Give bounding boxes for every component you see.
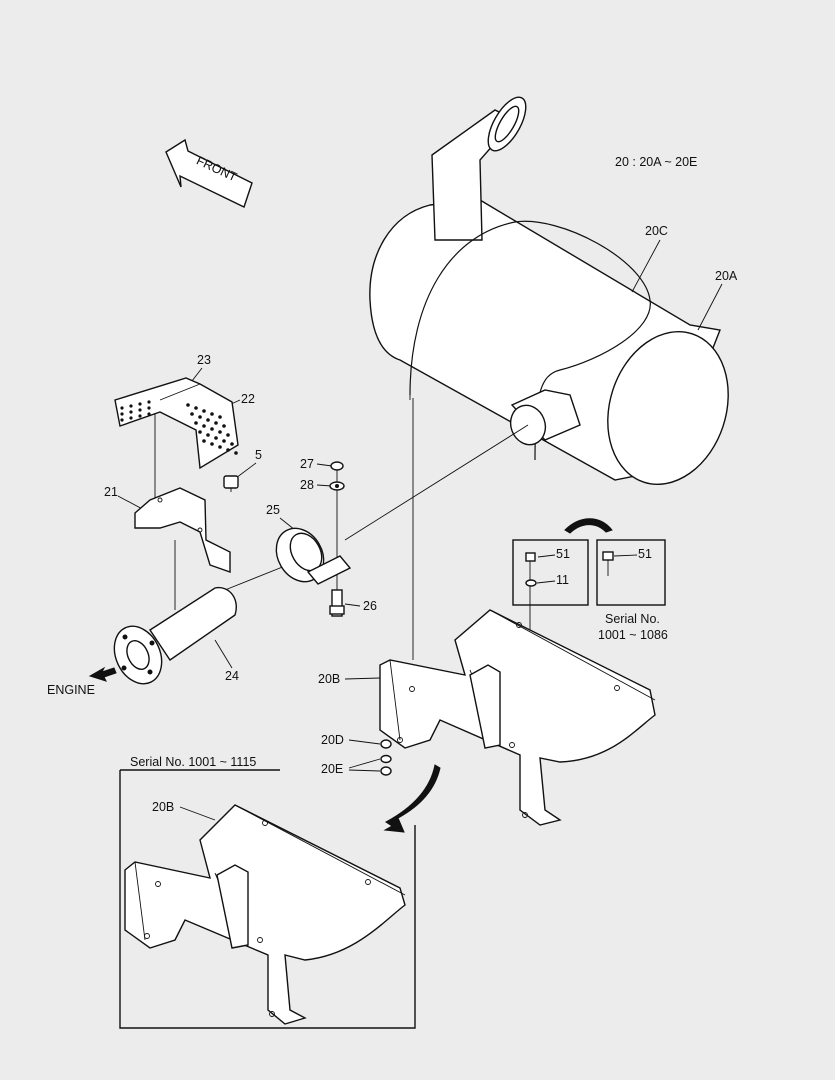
callout-23: 23 (197, 353, 211, 367)
perforation-hole (210, 427, 214, 431)
perforation-hole (138, 414, 142, 418)
fasteners-20D-20E (380, 739, 392, 776)
perforation-hole (222, 424, 226, 428)
perforation-hole (218, 415, 222, 419)
perforation-hole (230, 442, 234, 446)
perforation-hole (120, 418, 124, 422)
callout-11: 11 (556, 573, 569, 587)
perforation-hole (129, 404, 133, 408)
perforation-hole (147, 406, 151, 410)
perforation-hole (222, 439, 226, 443)
perforation-hole (218, 430, 222, 434)
serial-top-line2: 1001 ~ 1086 (598, 628, 668, 642)
callout-20B-inset: 20B (152, 800, 174, 814)
perforation-hole (202, 409, 206, 413)
detail-box-a: 51 11 (512, 539, 589, 606)
front-arrow: FRONT (165, 138, 253, 208)
serial-inset-label: Serial No. 1001 ~ 1115 (130, 755, 256, 769)
perforation-hole (147, 400, 151, 404)
perforation-hole (198, 415, 202, 419)
perforation-hole (206, 418, 210, 422)
bolt-5 (223, 475, 239, 492)
perforation-hole (202, 424, 206, 428)
callout-5: 5 (255, 448, 262, 462)
perforation-hole (147, 412, 151, 416)
set-label: 20 : 20A ~ 20E (615, 155, 697, 169)
perforation-hole (234, 451, 238, 455)
perforation-hole (190, 412, 194, 416)
callout-27: 27 (300, 457, 314, 471)
pipe-24 (113, 586, 237, 685)
serial-top-line1: Serial No. (605, 612, 660, 626)
perforation-hole (210, 442, 214, 446)
heat-shield (114, 377, 239, 470)
bracket-20B (379, 609, 656, 826)
callout-24: 24 (225, 669, 239, 683)
perforation-hole (198, 430, 202, 434)
perforation-hole (218, 445, 222, 449)
perforation-hole (214, 436, 218, 440)
perforation-hole (138, 402, 142, 406)
perforation-hole (186, 403, 190, 407)
callout-51-b: 51 (638, 547, 652, 561)
perforation-hole (226, 433, 230, 437)
perforation-hole (202, 439, 206, 443)
engine-label: ENGINE (47, 683, 95, 697)
fasteners-27-28-26 (329, 461, 345, 617)
callout-20B: 20B (318, 672, 340, 686)
perforation-hole (129, 416, 133, 420)
detail-box-b: 51 Serial No. 1001 ~ 1086 (596, 539, 668, 642)
bracket-21 (134, 487, 231, 573)
perforation-hole (226, 448, 230, 452)
callouts: 20C 20A 23 22 5 21 27 28 25 26 24 (104, 224, 738, 683)
perforation-hole (206, 433, 210, 437)
callout-51-a: 51 (556, 547, 570, 561)
clamp-25 (275, 527, 352, 585)
callout-20D: 20D (321, 733, 344, 747)
callout-20E: 20E (321, 762, 343, 776)
inset-box: Serial No. 1001 ~ 1115 20B (119, 755, 416, 1029)
perforation-hole (138, 408, 142, 412)
callout-25: 25 (266, 503, 280, 517)
callout-22: 22 (241, 392, 255, 406)
perforation-hole (120, 412, 124, 416)
callout-20A: 20A (715, 269, 738, 283)
callout-28: 28 (300, 478, 314, 492)
perforation-hole (210, 412, 214, 416)
perforation-hole (120, 406, 124, 410)
perforation-hole (194, 406, 198, 410)
callout-21: 21 (104, 485, 118, 499)
perforation-hole (214, 421, 218, 425)
callout-26: 26 (363, 599, 377, 613)
callout-20C: 20C (645, 224, 668, 238)
muffler (369, 96, 729, 486)
perforation-hole (194, 421, 198, 425)
perforation-hole (129, 410, 133, 414)
